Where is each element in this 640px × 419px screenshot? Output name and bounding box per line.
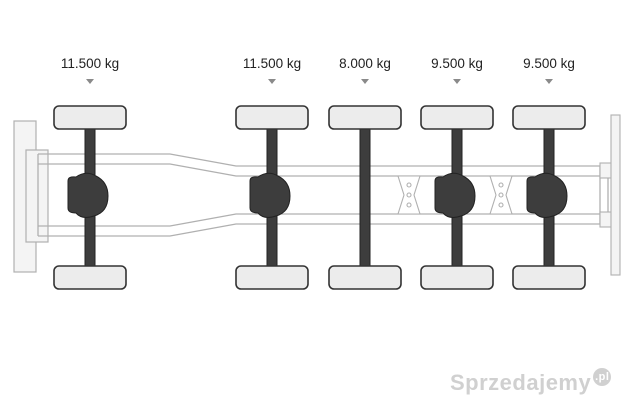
axle-load-label: 11.500 kg bbox=[242, 56, 302, 71]
watermark: Sprzedajemy.pl bbox=[450, 368, 612, 396]
differential bbox=[249, 172, 291, 218]
front-bumper bbox=[13, 120, 49, 273]
axle-3 bbox=[328, 105, 402, 290]
down-arrow-icon bbox=[453, 79, 461, 84]
tire-top bbox=[420, 105, 494, 130]
axle-1 bbox=[53, 105, 127, 290]
axle-load-label: 9.500 kg bbox=[431, 56, 483, 71]
down-arrow-icon bbox=[545, 79, 553, 84]
differential bbox=[434, 172, 476, 218]
tire-top bbox=[328, 105, 402, 130]
down-arrow-icon bbox=[268, 79, 276, 84]
axle-5 bbox=[512, 105, 586, 290]
rear-bumper bbox=[599, 114, 621, 276]
tire-bottom bbox=[328, 265, 402, 290]
tire-top bbox=[235, 105, 309, 130]
differential bbox=[67, 172, 109, 218]
axle-4 bbox=[420, 105, 494, 290]
tire-bottom bbox=[53, 265, 127, 290]
axle-load-label: 9.500 kg bbox=[523, 56, 575, 71]
watermark-badge: .pl bbox=[593, 368, 612, 386]
axle-shaft bbox=[359, 127, 371, 269]
tire-top bbox=[53, 105, 127, 130]
tire-bottom bbox=[235, 265, 309, 290]
tire-bottom bbox=[420, 265, 494, 290]
cross-plates bbox=[397, 175, 513, 215]
frame-rails bbox=[37, 153, 609, 237]
tire-top bbox=[512, 105, 586, 130]
axles bbox=[53, 105, 586, 290]
watermark-text: Sprzedajemy bbox=[450, 370, 592, 395]
down-arrow-icon bbox=[86, 79, 94, 84]
axle-2 bbox=[235, 105, 309, 290]
axle-load-label: 8.000 kg bbox=[339, 56, 391, 71]
tire-bottom bbox=[512, 265, 586, 290]
down-arrow-icon bbox=[361, 79, 369, 84]
axle-load-label: 11.500 kg bbox=[60, 56, 120, 71]
differential bbox=[526, 172, 568, 218]
